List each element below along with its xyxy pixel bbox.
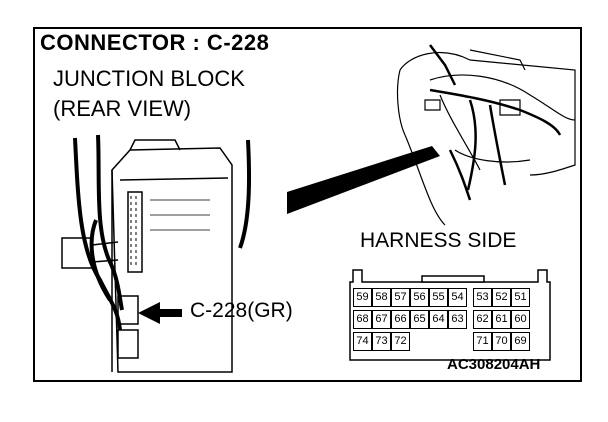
figure-code: AC308204AH: [447, 356, 541, 373]
harness-side-label: HARNESS SIDE: [360, 229, 517, 252]
connector-pin: 58: [372, 288, 391, 307]
connector-pin: 55: [429, 288, 448, 307]
connector-pin: 71: [473, 332, 492, 351]
connector-pin: 57: [391, 288, 410, 307]
callout-arrow: [138, 302, 182, 324]
junction-block-illustration: [61, 139, 233, 373]
connector-outline: [349, 269, 551, 361]
vehicle-interior-sketch: [396, 49, 576, 226]
connector-pin: 53: [473, 288, 492, 307]
view-direction: (REAR VIEW): [53, 96, 192, 121]
connector-pin: 61: [492, 310, 511, 329]
connector-pin: 67: [372, 310, 391, 329]
connector-pin: 63: [448, 310, 467, 329]
connector-pin: 62: [473, 310, 492, 329]
connector-pin: 66: [391, 310, 410, 329]
vehicle-wiring: [429, 44, 562, 201]
connector-pin: 68: [353, 310, 372, 329]
connector-pin: 70: [492, 332, 511, 351]
connector-pin: 51: [511, 288, 530, 307]
connector-pin: 64: [429, 310, 448, 329]
harness-wires: [73, 134, 252, 331]
connector-pin: 73: [372, 332, 391, 351]
connector-pin: 72: [391, 332, 410, 351]
connector-pin: 65: [410, 310, 429, 329]
connector-pin: 59: [353, 288, 372, 307]
connector-callout-label: C-228(GR): [190, 299, 293, 322]
connector-pin: 60: [511, 310, 530, 329]
connector-title: CONNECTOR : C-228: [40, 30, 270, 55]
connector-pin: 69: [511, 332, 530, 351]
connector-pin: 56: [410, 288, 429, 307]
connector-pin: 54: [448, 288, 467, 307]
connector-pin: 52: [492, 288, 511, 307]
component-name: JUNCTION BLOCK: [53, 66, 245, 91]
pointer-wedge: [287, 146, 440, 214]
connector-pin: 74: [353, 332, 372, 351]
